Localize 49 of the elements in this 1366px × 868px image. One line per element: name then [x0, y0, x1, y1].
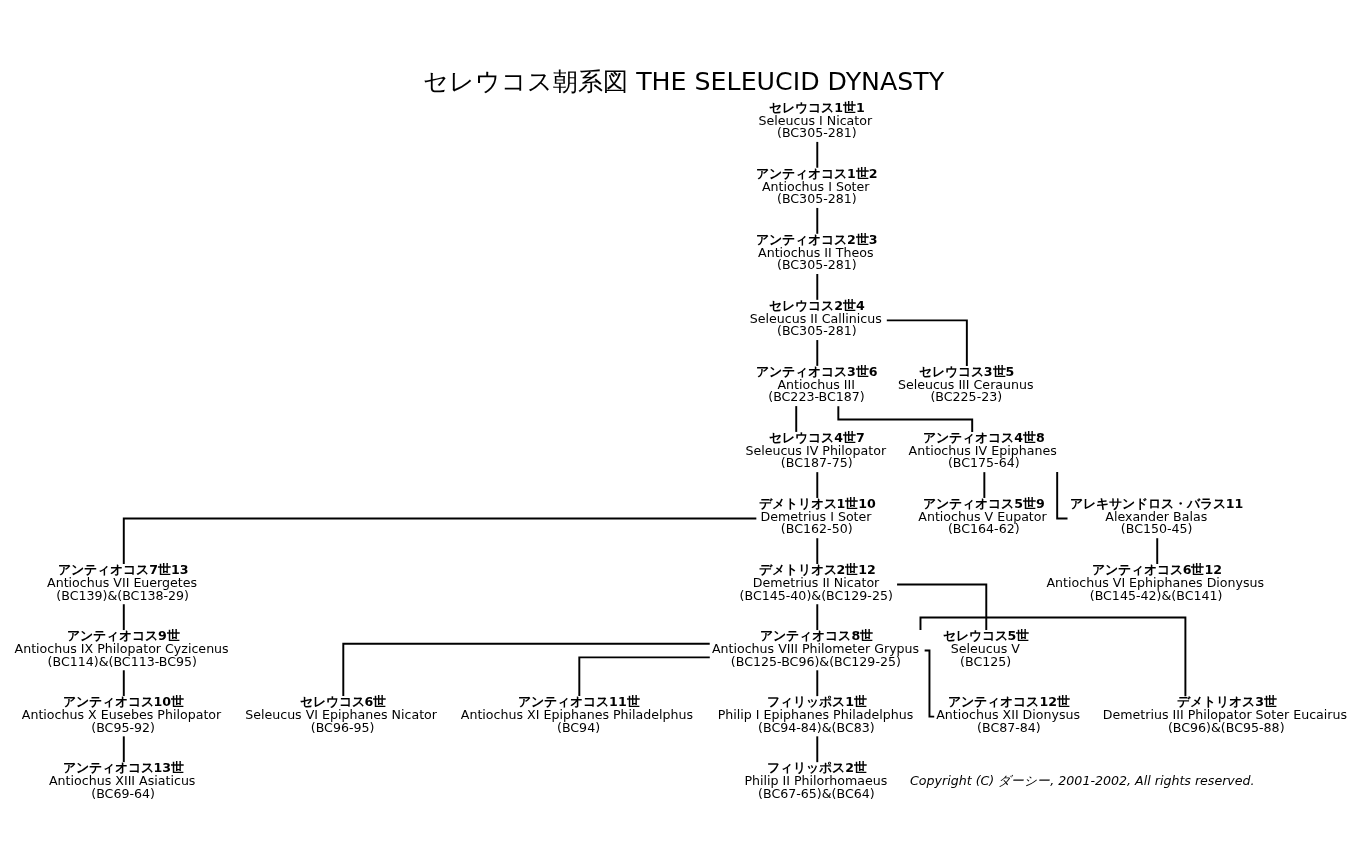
- connector: [816, 140, 819, 169]
- node-text: セレウコス5世 Seleucus V (BC125): [942, 628, 1030, 669]
- node-text: セレウコス6世 Seleucus VI Epiphanes Nicator (BC96-95): [245, 694, 438, 735]
- node-text: アンティオコス12世 Antiochus XII Dionysus (BC87-84): [936, 694, 1081, 735]
- node-text: アンティオコス11世 Antiochus XI Epiphanes Philadelphus (BC94): [460, 694, 694, 735]
- connector: [816, 669, 819, 698]
- node-text: デメトリオス1世10 Demetrius I Soter (BC162-50): [758, 496, 876, 537]
- node-text: アレキサンドロス・バラス11 Alexander Balas (BC150-45): [1069, 496, 1244, 537]
- node-text: アンティオコス6世12 Antiochus VI Ephiphanes Dionysus (BC145-42)&(BC141): [1046, 562, 1265, 603]
- connector: [816, 735, 819, 764]
- connector: [896, 583, 988, 632]
- node-text: アンティオコス8世 Antiochus VIII Philometer Grypus (BC125-BC96)&(BC129-25): [711, 628, 920, 669]
- connector: [816, 339, 819, 367]
- connector: [885, 319, 968, 367]
- connector: [816, 603, 819, 632]
- node-text: アンティオコス7世13 Antiochus VII Euergetes (BC139)&(BC138-29): [47, 562, 198, 603]
- node-text: アンティオコス2世3 Antiochus II Theos (BC305-281): [756, 232, 878, 273]
- node-text: セレウコス4世7 Seleucus IV Philopator (BC187-75): [745, 430, 887, 471]
- node-text: アンティオコス3世6 Antiochus III (BC223-BC187): [756, 364, 878, 405]
- node-text: セレウコス2世4 Seleucus II Callinicus (BC305-281): [749, 298, 882, 339]
- connector: [795, 405, 798, 433]
- node-text: フィリッポス1世 Philip I Epiphanes Philadelphus (BC94-84)&(BC83): [717, 694, 914, 735]
- connector: [919, 616, 1187, 698]
- node-text: アンティオコス4世8 Antiochus IV Epiphanes (BC175-64): [908, 430, 1057, 471]
- node-text: セレウコス1世1 Seleucus I Nicator (BC305-281): [758, 99, 873, 141]
- node-text: アンティオコス9世 Antiochus IX Philopator Cyzicenus (BC114)&(BC113-BC95): [14, 628, 229, 669]
- node-text: アンティオコス10世 Antiochus X Eusebes Philopator (BC95-92): [21, 694, 222, 735]
- connector: [122, 669, 125, 698]
- connector: [983, 471, 986, 499]
- node-text: セレウコス3世5 Seleucus III Ceraunus (BC225-23): [897, 364, 1034, 405]
- connector: [1156, 537, 1159, 565]
- node-text: フィリッポス2世 Philip II Philorhomaeus (BC67-65)&(BC64): [744, 760, 888, 801]
- connector: [342, 642, 711, 697]
- connector: [122, 517, 758, 565]
- connector: [578, 656, 711, 697]
- label: Copyright (C) ダーシー, 2001-2002, All rights reserved.: [910, 772, 1255, 788]
- node-text: デメトリオス3世 Demetrius III Philopator Soter Eucairus (BC96)&(BC95-88): [1102, 694, 1348, 735]
- node-text: デメトリオス2世12 Demetrius II Nicator (BC145-40)&(BC129-25): [739, 562, 893, 603]
- connector: [122, 603, 125, 632]
- connector: [816, 537, 819, 565]
- node-text: アンティオコス13世 Antiochus XIII Asiaticus (BC69-64): [49, 760, 196, 801]
- connector: [816, 273, 819, 301]
- connector: [816, 471, 819, 499]
- connector: [923, 649, 936, 718]
- diagram-title: セレウコス朝系図 THE SELEUCID DYNASTY: [423, 66, 945, 96]
- connector: [816, 207, 819, 235]
- node-text: アンティオコス5世9 Antiochus V Eupator (BC164-62): [918, 496, 1047, 537]
- node-text: アンティオコス1世2 Antiochus I Soter (BC305-281): [756, 165, 878, 207]
- connector: [122, 735, 125, 764]
